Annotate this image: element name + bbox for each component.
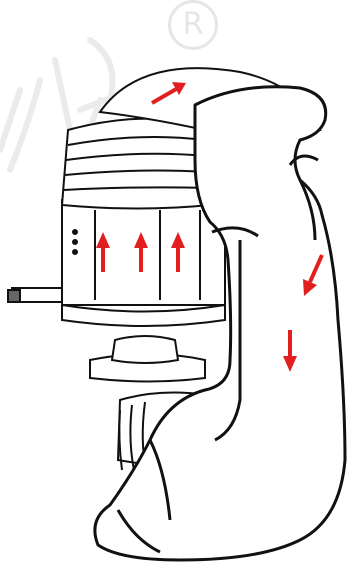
collar: [62, 119, 210, 209]
spout: [8, 288, 70, 302]
body-cylinder: [62, 200, 225, 326]
